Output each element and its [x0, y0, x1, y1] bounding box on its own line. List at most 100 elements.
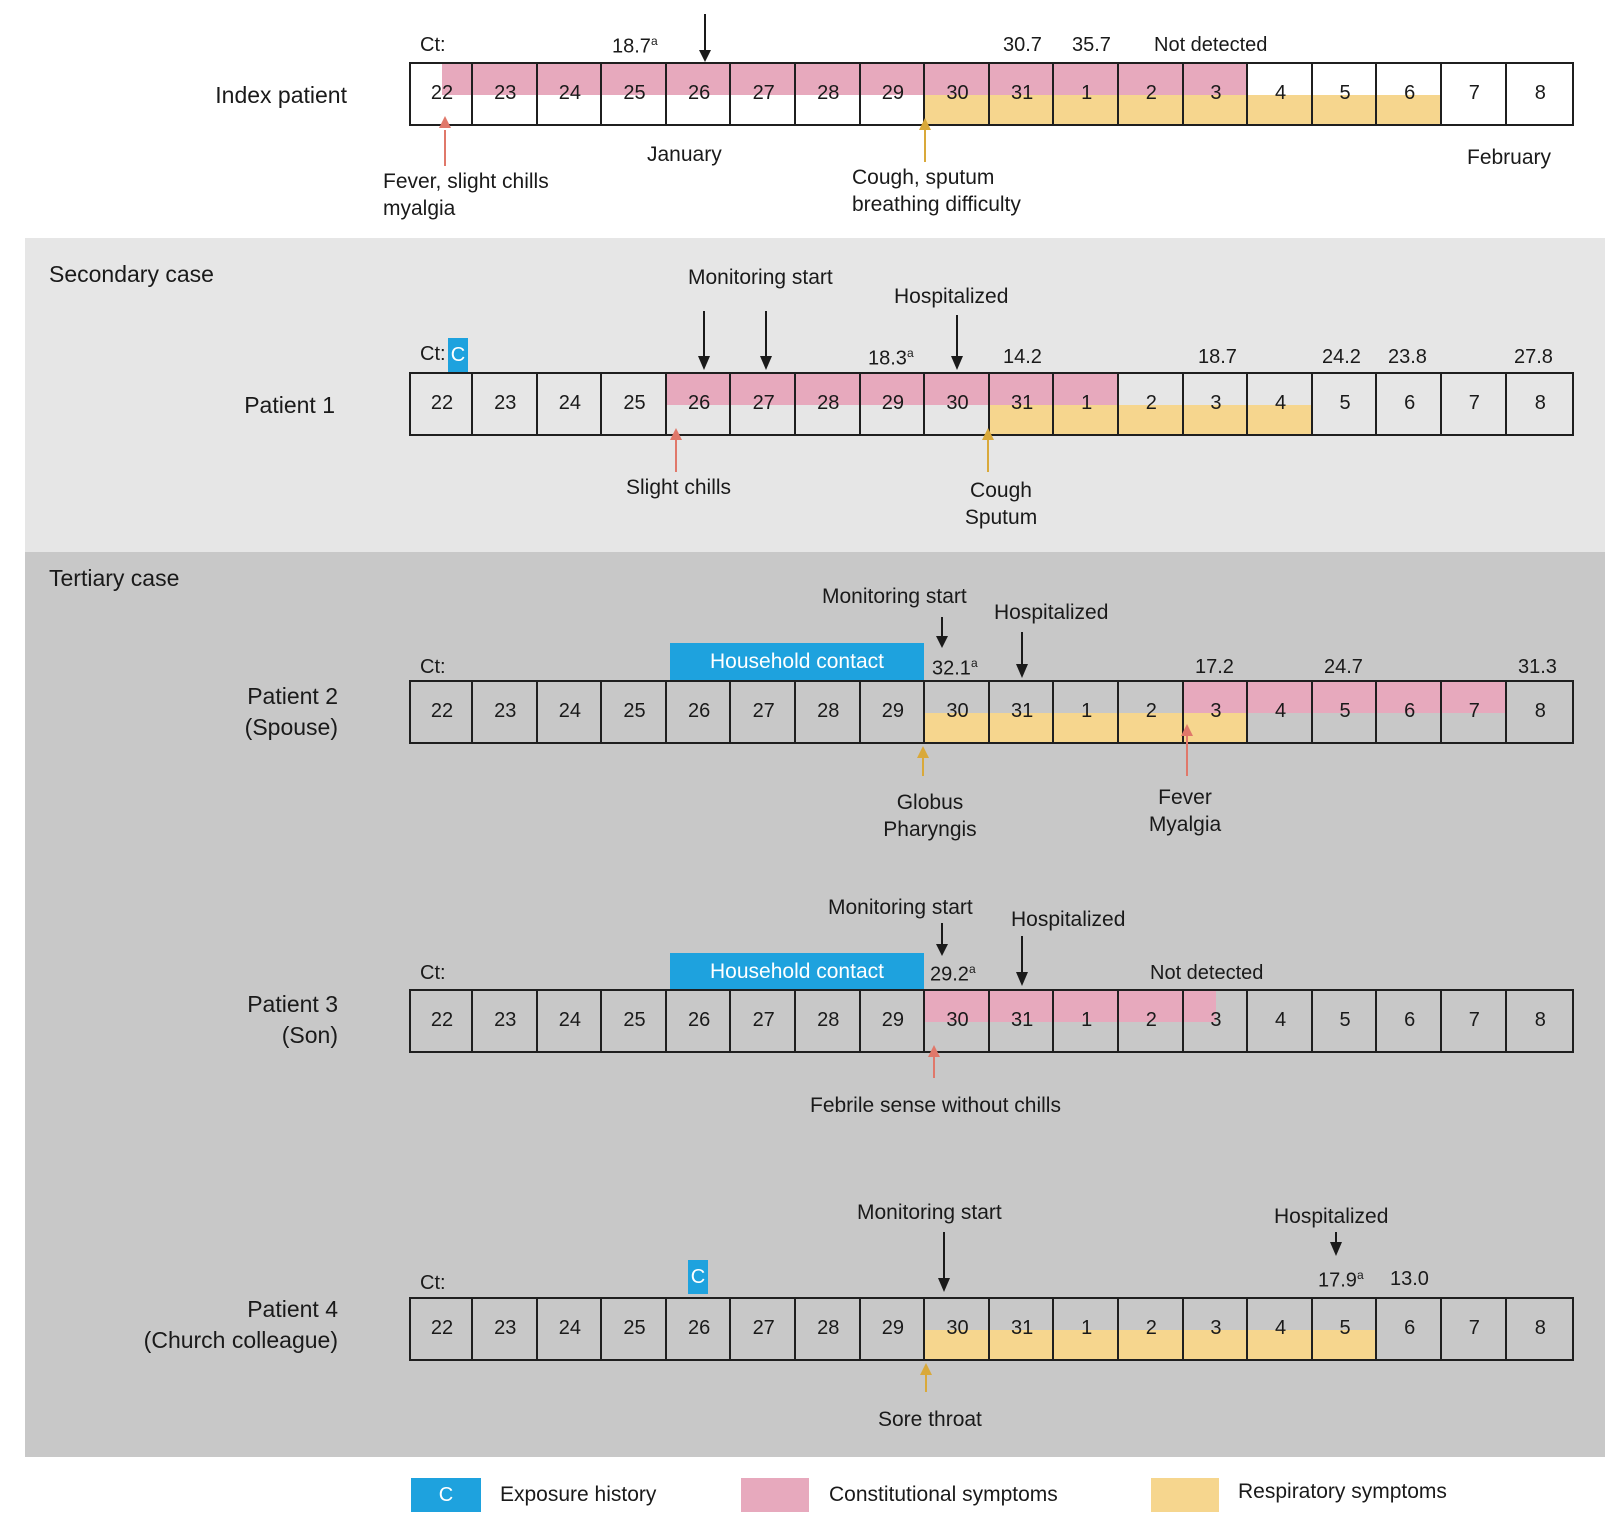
day-label: 31: [1010, 392, 1034, 414]
ct-value-30: 32.1a: [932, 656, 978, 680]
ct-value-29: 18.3a: [868, 346, 914, 370]
day-label: 25: [623, 392, 646, 414]
ct-value-8: 27.8: [1514, 346, 1553, 368]
ct-value-3: Not detected: [1150, 962, 1264, 984]
day-label: 26: [687, 700, 711, 722]
day-label: 31: [1010, 1317, 1034, 1339]
day-label: 26: [687, 1317, 711, 1339]
day-label: 23: [494, 1317, 517, 1339]
legend-respiratory-swatch: [1151, 1478, 1219, 1512]
day-label: 3: [1210, 1317, 1222, 1339]
day-label: 25: [623, 82, 646, 104]
day-label: 29: [881, 700, 905, 722]
legend-respiratory-label: Respiratory symptoms: [1238, 1480, 1447, 1503]
day-label: 28: [817, 1317, 840, 1339]
month-label-february: February: [1467, 146, 1552, 169]
month-label-january: January: [647, 143, 722, 166]
day-label: 2: [1145, 82, 1157, 104]
day-label: 4: [1274, 700, 1287, 722]
day-cell: [1504, 1297, 1574, 1361]
ct-value-3: 18.7: [1198, 346, 1237, 368]
day-label: 6: [1404, 82, 1416, 104]
ct-label: Ct:: [420, 656, 446, 678]
day-label: 3: [1210, 700, 1222, 722]
day-label: 31: [1010, 1009, 1034, 1031]
day-label: 2: [1145, 1009, 1157, 1031]
day-label: 24: [558, 82, 582, 104]
legend-exposure-label: Exposure history: [500, 1483, 657, 1506]
ct-value-31: 14.2: [1003, 346, 1042, 368]
annotation-slight-chills: Slight chills: [626, 476, 732, 499]
ct-value-6: 13.0: [1390, 1268, 1429, 1290]
ct-label: Ct:: [420, 1272, 446, 1294]
day-label: 25: [623, 1009, 646, 1031]
constitutional-symptom-fill: [442, 64, 1249, 95]
annotation-hospitalized: Hospitalized: [1274, 1205, 1389, 1228]
index-patient-label: Index patient: [215, 82, 347, 108]
ct-value-3: 17.2: [1195, 656, 1234, 678]
annotation-sore-throat: Sore throat: [878, 1408, 982, 1431]
ct-value-5: 24.2: [1322, 346, 1361, 368]
patient-4-label: Patient 4(Church colleague): [143, 1296, 338, 1353]
day-label: 1: [1081, 82, 1093, 104]
day-label: 5: [1339, 392, 1351, 414]
day-label: 31: [1010, 82, 1034, 104]
day-label: 29: [881, 1317, 905, 1339]
day-label: 31: [1010, 700, 1034, 722]
day-label: 1: [1081, 700, 1093, 722]
patient-1-label: Patient 1: [244, 392, 335, 418]
day-label: 22: [430, 1317, 454, 1339]
day-label: 6: [1404, 1317, 1416, 1339]
day-label: 5: [1339, 700, 1351, 722]
day-label: 3: [1210, 82, 1222, 104]
day-label: 8: [1534, 82, 1546, 104]
day-label: 4: [1274, 1317, 1287, 1339]
day-label: 8: [1534, 1317, 1546, 1339]
day-label: 2: [1145, 392, 1157, 414]
day-label: 5: [1339, 82, 1351, 104]
day-label: 30: [946, 392, 969, 414]
day-label: 28: [817, 82, 840, 104]
day-cell: [1504, 989, 1574, 1053]
day-label: 26: [687, 82, 711, 104]
day-label: 29: [881, 392, 905, 414]
day-label: 28: [817, 1009, 840, 1031]
day-label: 23: [494, 1009, 517, 1031]
day-label: 24: [558, 700, 582, 722]
day-label: 7: [1468, 1009, 1480, 1031]
day-label: 7: [1468, 1317, 1480, 1339]
day-label: 27: [752, 1009, 775, 1031]
day-label: 1: [1081, 1317, 1093, 1339]
ct-label: Ct:: [420, 34, 446, 56]
day-label: 28: [817, 700, 840, 722]
day-label: 27: [752, 82, 775, 104]
day-label: 6: [1404, 392, 1416, 414]
annotation-monitoring-start: Monitoring start: [688, 266, 833, 289]
day-label: 23: [494, 392, 517, 414]
day-label: 27: [752, 1317, 775, 1339]
day-label: 6: [1404, 1009, 1416, 1031]
day-label: 8: [1534, 392, 1546, 414]
ct-value-30: 29.2a: [930, 962, 976, 986]
ct-label: Ct:: [420, 962, 446, 984]
constitutional-symptom-fill: [1183, 682, 1507, 713]
day-label: 22: [430, 392, 454, 414]
day-label: 2: [1145, 1317, 1157, 1339]
day-label: 26: [687, 392, 711, 414]
household-contact-bar: Household contact: [670, 953, 924, 990]
day-label: 2: [1145, 700, 1157, 722]
day-label: 23: [494, 700, 517, 722]
annotation-monitoring-start: Monitoring start: [828, 896, 973, 919]
day-label: 27: [752, 392, 775, 414]
household-contact-bar: Household contact: [670, 643, 924, 680]
day-label: 22: [430, 82, 454, 104]
secondary-case-title: Secondary case: [49, 261, 214, 287]
day-label: 30: [946, 82, 969, 104]
constitutional-symptom-fill: [925, 991, 1216, 1022]
